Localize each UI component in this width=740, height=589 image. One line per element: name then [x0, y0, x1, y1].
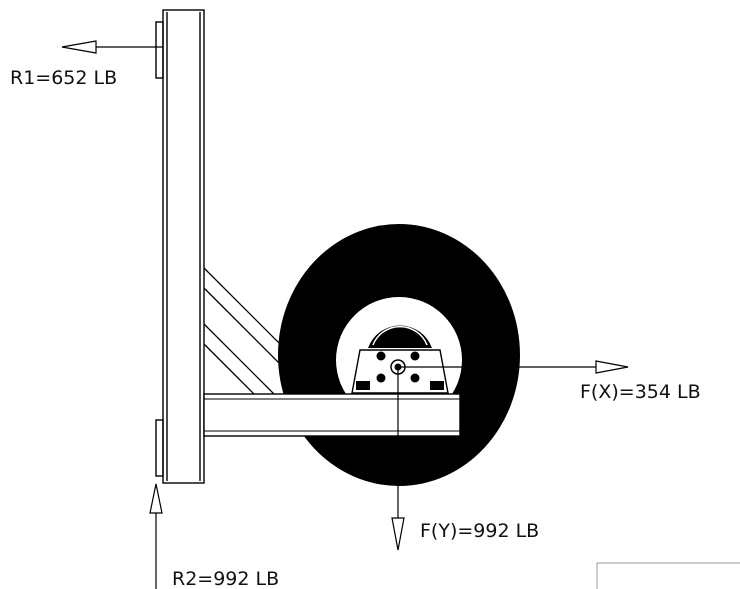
- horizontal-arm: [203, 393, 461, 437]
- r2-label: R2=992 LB: [172, 568, 279, 589]
- fy-label: F(Y)=992 LB: [420, 520, 539, 542]
- fx-arrow: [398, 360, 629, 374]
- vertical-frame: [155, 9, 205, 484]
- r1-arrow: [61, 40, 163, 54]
- r1-label: R1=652 LB: [10, 67, 117, 89]
- fy-arrow: [391, 367, 405, 551]
- force-arrows: [61, 40, 629, 589]
- r2-arrow: [149, 483, 163, 589]
- fx-label: F(X)=354 LB: [580, 381, 701, 403]
- wheel-mount: [351, 349, 449, 394]
- title-block-corner: [596, 562, 740, 589]
